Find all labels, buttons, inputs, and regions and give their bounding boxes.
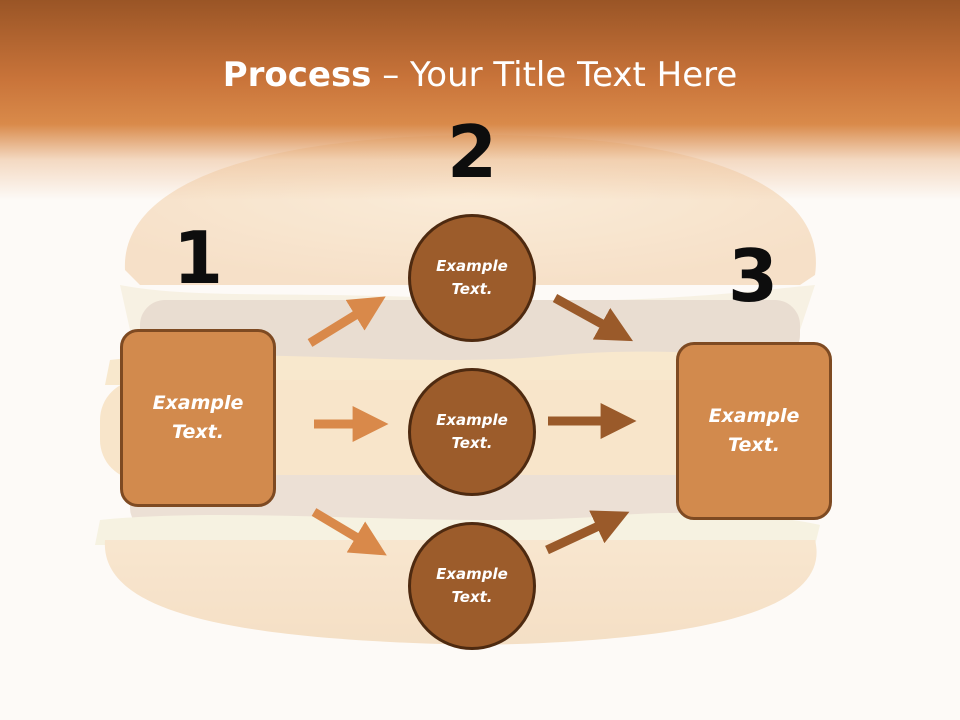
step-box-3-text: Example Text. bbox=[708, 405, 800, 456]
process-circle-3: Example Text. bbox=[408, 522, 536, 650]
step-box-1-text: Example Text. bbox=[152, 392, 244, 443]
process-circle-1-text: Example Text. bbox=[436, 257, 508, 298]
header-band bbox=[0, 0, 960, 200]
process-circle-1: Example Text. bbox=[408, 214, 536, 342]
process-circle-2: Example Text. bbox=[408, 368, 536, 496]
process-circle-3-text: Example Text. bbox=[436, 565, 508, 606]
arrow-circle1-to-box3 bbox=[552, 294, 634, 342]
step-number-1: 1 bbox=[172, 216, 224, 300]
step-box-3: Example Text. bbox=[676, 342, 832, 520]
arrow-circle3-to-box3 bbox=[545, 510, 630, 555]
step-box-1: Example Text. bbox=[120, 329, 276, 507]
step-number-2: 2 bbox=[446, 110, 498, 194]
title-bold: Process bbox=[222, 55, 372, 95]
slide-title: Process – Your Title Text Here bbox=[0, 50, 960, 100]
arrow-box1-to-circle3 bbox=[311, 508, 387, 556]
step-number-3: 3 bbox=[727, 234, 779, 318]
process-circle-2-text: Example Text. bbox=[436, 411, 508, 452]
title-rest: – Your Title Text Here bbox=[371, 55, 738, 95]
arrow-box1-to-circle1 bbox=[307, 296, 386, 347]
